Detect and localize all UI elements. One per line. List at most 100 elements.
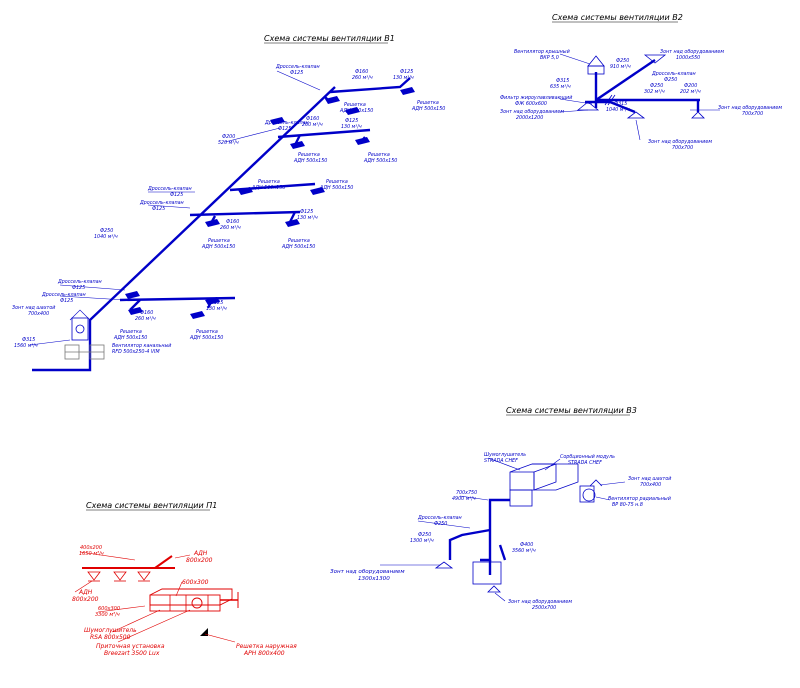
scheme-b1: Схема системы вентиляции В1: [12, 34, 445, 372]
b3-label: ВР 80-75 н.8: [612, 502, 643, 508]
b1-umbrella-icon: [69, 309, 91, 321]
b1-label: Ф160: [226, 219, 239, 225]
b1-label: Решетка: [258, 179, 280, 185]
b3-label: Ф250: [434, 521, 447, 527]
b2-label: Ф250: [650, 83, 663, 89]
b1-label: 520 м³/ч: [218, 140, 239, 146]
b1-label: 130 м³/ч: [393, 75, 414, 81]
b1-label: Решетка: [298, 152, 320, 158]
p1-diffuser-icon: [113, 571, 127, 581]
p1-label: Breezart 3500 Lux: [104, 650, 160, 657]
b1-label: Ф125: [170, 192, 183, 198]
b3-label: 700х400: [640, 482, 661, 488]
b1-label: Ф160: [140, 310, 153, 316]
b3-label: 3560 м³/ч: [512, 548, 536, 554]
b3-fan-icon: [582, 488, 596, 502]
b1-label: Ф250: [100, 228, 113, 234]
b1-label: Вентилятор канальный: [112, 343, 171, 349]
b2-label: Ф315: [614, 101, 627, 107]
b3-label: 1300 м³/ч: [410, 538, 434, 544]
b1-label: Решетка: [288, 238, 310, 244]
b2-label: 700х700: [742, 111, 763, 117]
b1-label: Решетка: [120, 329, 142, 335]
b1-branch-3: [189, 210, 301, 217]
p1-label: Шумоглушитель: [84, 627, 137, 634]
scheme-b2: Схема системы вентиляции В2 Вентилятор к…: [500, 13, 782, 151]
p1-label: 400х200: [80, 545, 102, 551]
b2-label: Ф315: [556, 78, 569, 84]
p1-label: АРН 800х400: [243, 650, 285, 657]
b1-label: Дроссель-клапан: [57, 279, 102, 285]
scheme-p1-title: Схема системы вентиляции П1: [86, 501, 217, 510]
b3-label: Шумоглушитель: [484, 452, 526, 458]
b3-label: Ф400: [520, 542, 533, 548]
b3-branch-right: [498, 544, 507, 561]
b2-umbrella-icon: [691, 111, 705, 119]
b2-label: 910 м³/ч: [610, 64, 631, 70]
b2-label: 1000х550: [676, 55, 700, 61]
scheme-b3-title: Схема системы вентиляции В3: [506, 406, 637, 415]
b3-label: 2500х700: [532, 605, 556, 611]
b2-label: 202 м³/ч: [680, 89, 701, 95]
b1-branch-2: [277, 128, 371, 139]
b1-label: АДН 500х150: [251, 185, 285, 191]
b1-label: Решетка: [368, 152, 390, 158]
p1-label: АДН: [78, 589, 93, 596]
b3-label: Дроссель-клапан: [417, 515, 462, 521]
p1-label: 600х300: [182, 579, 209, 586]
p1-branch: [154, 555, 173, 569]
b1-label: АДН 500х150: [363, 158, 397, 164]
b3-sorption-box: [533, 463, 579, 491]
b2-label: Дроссель-клапан: [651, 71, 696, 77]
p1-label: 3300 м³/ч: [95, 612, 120, 618]
b3-hood-box: [472, 561, 502, 585]
b3-label: 700х750: [456, 490, 477, 496]
b1-label: АДН 500х150: [411, 106, 445, 112]
p1-outdoor-grille-icon: [200, 628, 208, 636]
b1-label: АДН 500х150: [293, 158, 327, 164]
p1-label: Решетка наружная: [236, 643, 297, 650]
b3-label: Вентилятор радиальный: [608, 496, 671, 502]
b1-fan-box: [71, 317, 89, 341]
b1-label: Ф125: [60, 298, 73, 304]
b1-label: 1040 м³/ч: [94, 234, 118, 240]
b1-label: 130 м³/ч: [297, 215, 318, 221]
b1-label: АДН 500х150: [201, 244, 235, 250]
b1-label: АДН 500х150: [281, 244, 315, 250]
b3-label: Ф250: [418, 532, 431, 538]
b1-branch-top: [329, 77, 411, 94]
b3-label: STRADA CHEF: [568, 460, 602, 466]
b3-muffler-box: [509, 463, 557, 491]
b1-label: Дроссель-клапан: [275, 64, 320, 70]
p1-label: АДН: [193, 550, 208, 557]
b2-label: Фильтр жироулавливающий: [500, 95, 572, 101]
b1-label: Решетка: [417, 100, 439, 106]
b1-label: Ф125: [210, 300, 223, 306]
b1-label: Решетка: [208, 238, 230, 244]
b1-label: 260 м³/ч: [352, 75, 373, 81]
b2-label: Ф200: [684, 83, 697, 89]
b2-label: 1040 м³/ч: [606, 107, 630, 113]
b1-label: Решетка: [326, 179, 348, 185]
b1-label: АДН 500х150: [189, 335, 223, 341]
b1-label: Ф125: [152, 206, 165, 212]
b1-label: RFD 500х250-4 VIM: [112, 349, 160, 355]
p1-label: 800х200: [72, 596, 99, 603]
b1-label: Дроссель-клапан: [264, 120, 309, 126]
b2-label: Зонт над оборудованием: [660, 49, 724, 55]
b2-label: 2000х1200: [516, 115, 543, 121]
b1-label: Ф125: [290, 70, 303, 76]
b1-label: АДН 500х150: [113, 335, 147, 341]
b3-label: STRADA CHEF: [484, 458, 518, 464]
b2-label: ВКР 5,0: [540, 55, 559, 61]
b1-label: Ф160: [355, 69, 368, 75]
p1-label: Приточная установка: [96, 643, 165, 650]
b1-label: Ф125: [278, 126, 291, 132]
b1-label: Ф315: [22, 337, 35, 343]
b1-label: 260 м³/ч: [220, 225, 241, 231]
scheme-p1: Схема системы вентиляции П1: [72, 501, 297, 657]
b1-label: 260 м³/ч: [302, 122, 323, 128]
b3-label: Зонт над оборудованием: [508, 599, 572, 605]
b3-label: 4900 м³/ч: [452, 496, 476, 502]
b1-label: Дроссель-клапан: [139, 200, 184, 206]
